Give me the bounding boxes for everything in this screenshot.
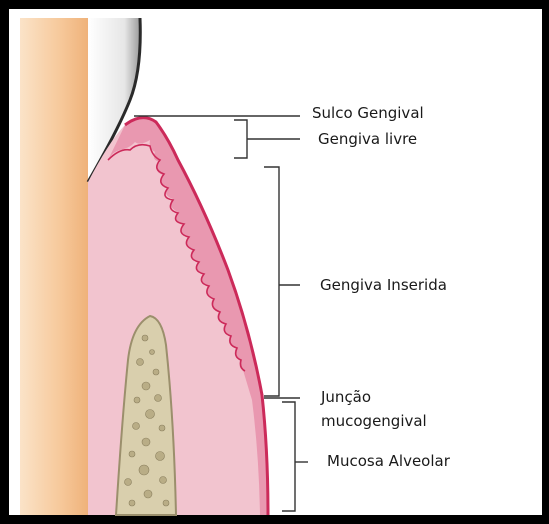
free-gingiva-bracket	[234, 120, 247, 158]
label-juncao: Junção	[321, 388, 371, 407]
alveolar-mucosa-bracket	[282, 402, 295, 511]
attached-gingiva-bracket	[264, 167, 279, 396]
label-gengiva-livre: Gengiva livre	[318, 130, 417, 149]
label-gengiva-inserida: Gengiva Inserida	[320, 276, 447, 295]
label-mucogengival: mucogengival	[321, 412, 427, 431]
label-mucosa-alveolar: Mucosa Alveolar	[327, 452, 450, 471]
tooth-root	[20, 18, 88, 515]
label-sulco-gengival: Sulco Gengival	[312, 104, 424, 123]
